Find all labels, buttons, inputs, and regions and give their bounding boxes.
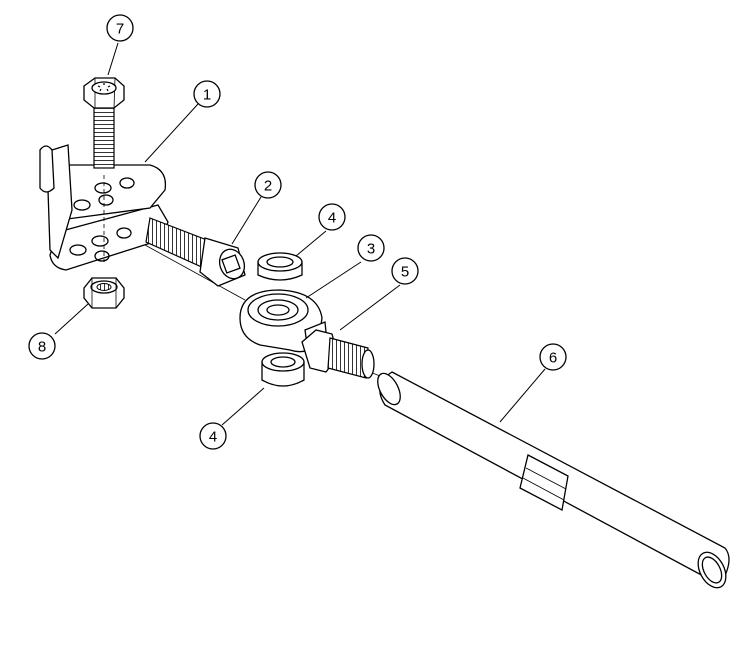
callout-5: 5 <box>391 257 419 285</box>
hex-bolt <box>83 77 125 262</box>
callout-4-lower: 4 <box>199 422 227 450</box>
callout-number: 1 <box>203 87 211 104</box>
callout-4-upper: 4 <box>318 203 346 231</box>
threaded-stud <box>144 217 246 301</box>
callout-3: 3 <box>357 234 385 262</box>
bushing-upper <box>257 252 303 281</box>
callout-bubble <box>193 80 221 108</box>
callout-2: 2 <box>254 171 282 199</box>
callout-1: 1 <box>193 80 221 108</box>
callout-number: 6 <box>549 350 557 367</box>
bracket <box>39 144 169 271</box>
callout-number: 8 <box>38 339 46 356</box>
hex-nut <box>83 277 125 309</box>
callout-number: 2 <box>264 178 272 195</box>
tube-rod <box>369 371 730 589</box>
callout-number: 3 <box>367 241 375 258</box>
callout-number: 4 <box>328 210 336 227</box>
callout-number: 4 <box>209 429 217 446</box>
callout-number: 7 <box>116 21 124 38</box>
callout-leaders <box>54 42 546 426</box>
callout-number: 5 <box>401 264 409 281</box>
callout-8: 8 <box>28 332 56 360</box>
callout-6: 6 <box>539 343 567 371</box>
bushing-lower <box>261 352 305 387</box>
callout-7: 7 <box>106 14 134 42</box>
jam-nut <box>301 329 375 379</box>
